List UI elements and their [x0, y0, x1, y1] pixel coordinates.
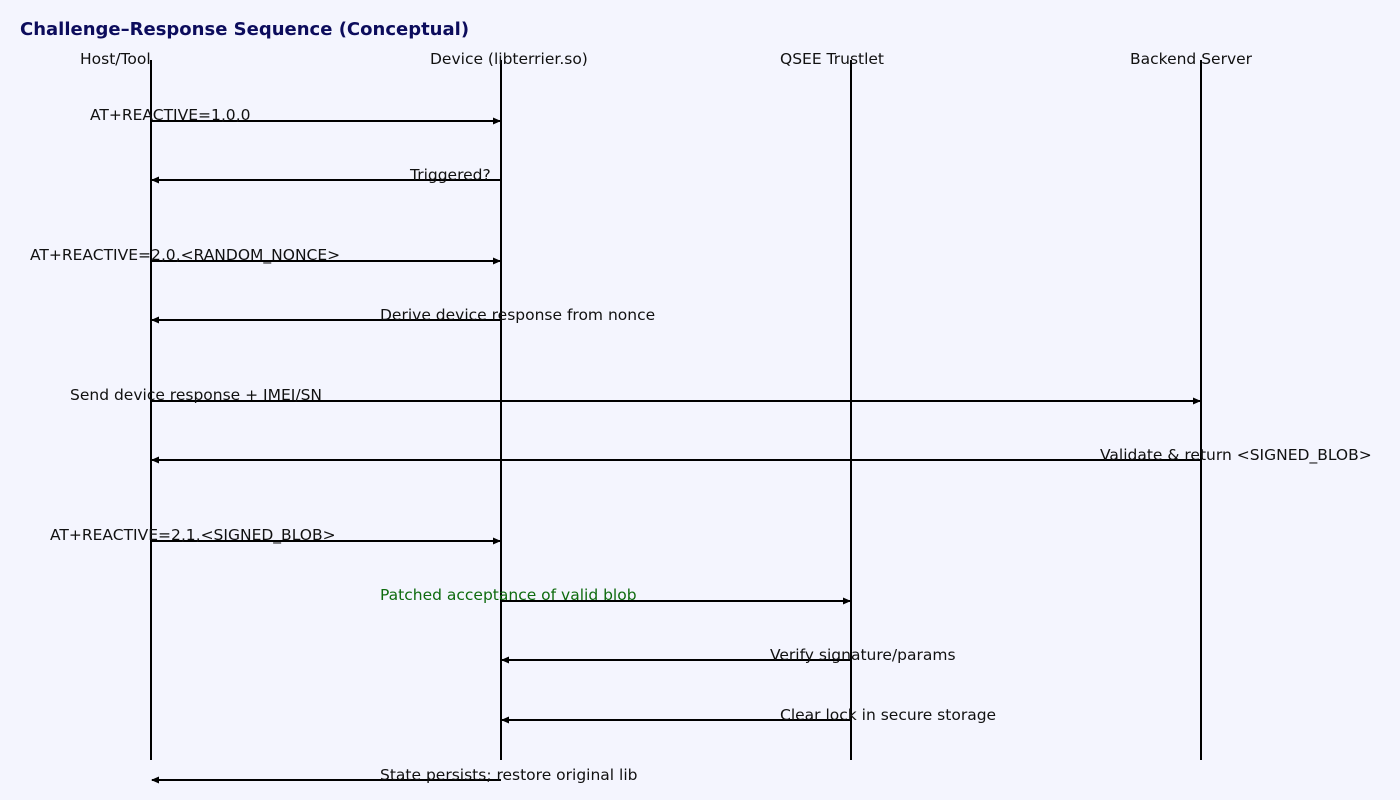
message-label-10: Clear lock in secure storage — [780, 706, 997, 724]
actor-device-label: Device (libterrier.so) — [430, 50, 588, 68]
message-label-4: Derive device response from nonce — [380, 306, 656, 324]
message-label-2: Triggered? — [410, 166, 491, 184]
message-label-1: AT+REACTIVE=1,0,0 — [90, 106, 251, 124]
actor-host-label: Host/Tool — [80, 50, 151, 68]
message-label-3: AT+REACTIVE=2,0,<RANDOM_NONCE> — [30, 246, 341, 264]
message-label-6: Validate & return <SIGNED_BLOB> — [1100, 446, 1372, 464]
message-label-11: State persists; restore original lib — [380, 766, 638, 784]
actor-backend-label: Backend Server — [1130, 50, 1253, 68]
message-label-5: Send device response + IMEI/SN — [70, 386, 323, 404]
message-label-9: Verify signature/params — [770, 646, 956, 664]
actor-qsee-label: QSEE Trustlet — [780, 50, 885, 68]
diagram-title: Challenge–Response Sequence (Conceptual) — [20, 19, 470, 40]
message-label-7: AT+REACTIVE=2,1,<SIGNED_BLOB> — [50, 526, 336, 544]
message-label-8: Patched acceptance of valid blob — [380, 586, 637, 604]
